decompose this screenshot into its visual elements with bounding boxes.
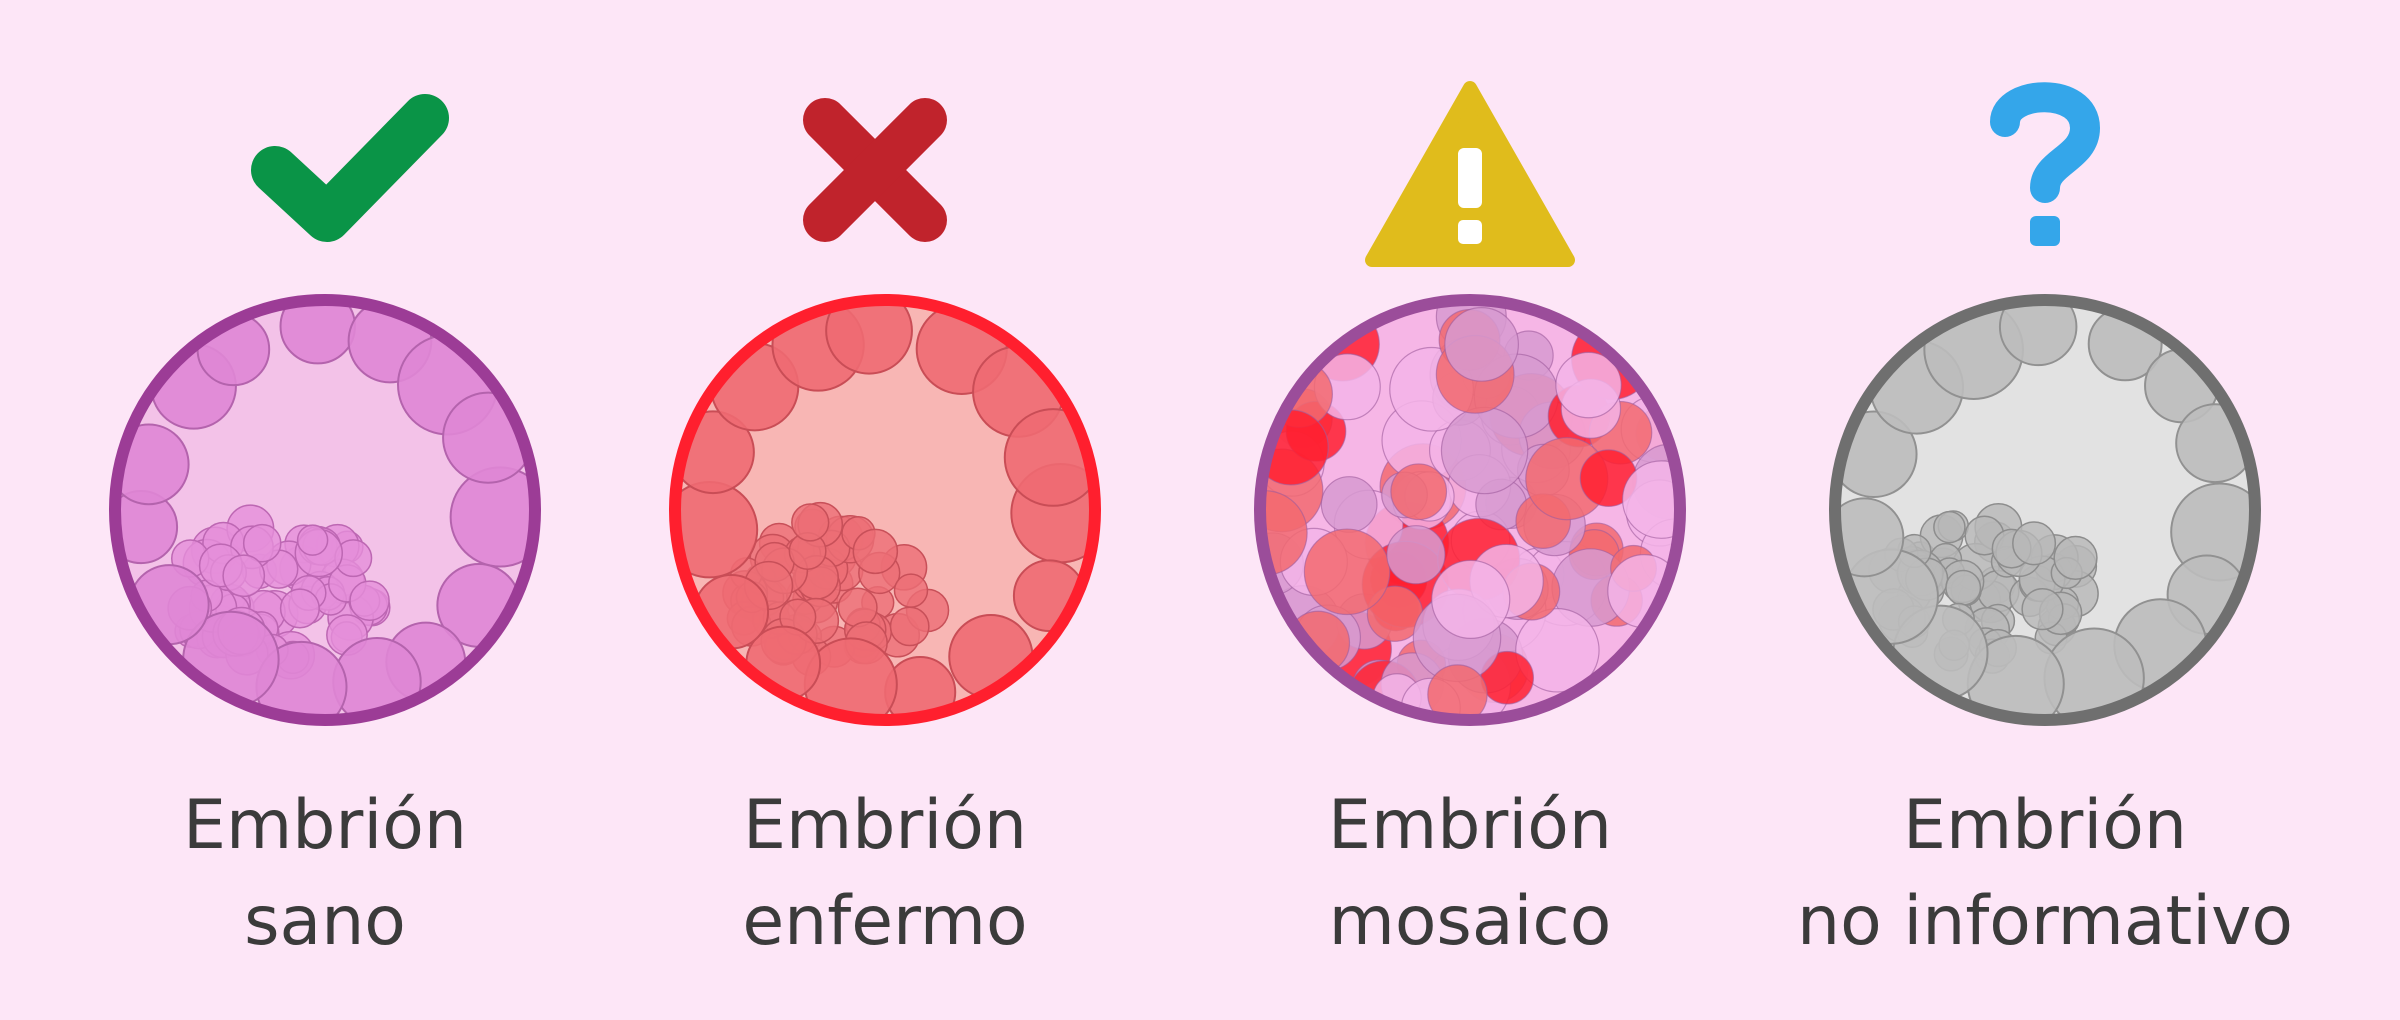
inner-cell <box>893 573 929 608</box>
embryo-label-line2: sano <box>244 882 406 961</box>
inner-cell <box>2012 521 2057 566</box>
zona-pellucida-ring <box>1254 294 1686 726</box>
embryo-label-line1: Embrión <box>183 786 467 865</box>
inner-cell <box>2021 588 2064 631</box>
mosaic-cell <box>1431 559 1511 640</box>
inner-cell <box>222 554 266 598</box>
embryo-label-line1: Embrión <box>1903 786 2187 865</box>
embryo-label-line1: Embrión <box>743 786 1027 865</box>
embryo-label: Embrión enfermo <box>585 778 1185 970</box>
mosaic-cell <box>1515 608 1600 693</box>
embryo-label-line2: no informativo <box>1797 882 2293 961</box>
mosaic-cell <box>1555 351 1622 419</box>
embryo-illustration <box>109 294 541 726</box>
zona-pellucida-ring <box>1829 294 2261 726</box>
embryo-label-line1: Embrión <box>1328 786 1612 865</box>
inner-cell <box>1933 510 1966 544</box>
embryo-panel-sano: Embrión sano <box>25 0 625 1020</box>
inner-cell <box>242 523 282 563</box>
embryo-panel-no-informativo: Embrión no informativo <box>1745 0 2345 1020</box>
embryo-illustration <box>1254 294 1686 726</box>
inner-cell <box>279 588 320 629</box>
mosaic-cell <box>1440 406 1529 495</box>
embryo-label-line2: enfermo <box>742 882 1028 961</box>
zona-pellucida-ring <box>669 294 1101 726</box>
inner-cell <box>2053 535 2098 581</box>
warning-icon <box>1365 81 1575 267</box>
cross-icon <box>803 98 947 242</box>
mosaic-cell <box>1390 463 1448 521</box>
check-icon <box>251 94 449 242</box>
mosaic-cell <box>1386 525 1446 585</box>
zona-pellucida-ring <box>109 294 541 726</box>
embryo-panel-enfermo: Embrión enfermo <box>585 0 1185 1020</box>
mosaic-cell <box>1320 476 1378 533</box>
embryo-label: Embrión sano <box>25 778 625 970</box>
inner-cell <box>852 528 899 575</box>
mosaic-cell <box>1303 528 1391 616</box>
question-icon <box>1990 82 2100 246</box>
inner-cell <box>296 524 329 556</box>
trophectoderm-cell <box>1998 300 2078 367</box>
inner-cell <box>889 606 930 647</box>
embryo-label: Embrión mosaico <box>1170 778 1770 970</box>
mosaic-cell <box>1621 460 1680 539</box>
inner-cell <box>1945 569 1982 606</box>
embryo-illustration <box>1829 294 2261 726</box>
mosaic-cell <box>1444 307 1520 382</box>
embryo-panel-mosaico: Embrión mosaico <box>1170 0 1770 1020</box>
embryo-illustration <box>669 294 1101 726</box>
inner-cell <box>791 503 830 542</box>
mosaic-cell <box>1427 664 1488 720</box>
inner-cell <box>837 587 878 628</box>
embryo-label: Embrión no informativo <box>1745 778 2345 970</box>
inner-cell <box>349 580 390 622</box>
embryo-label-line2: mosaico <box>1328 882 1612 961</box>
